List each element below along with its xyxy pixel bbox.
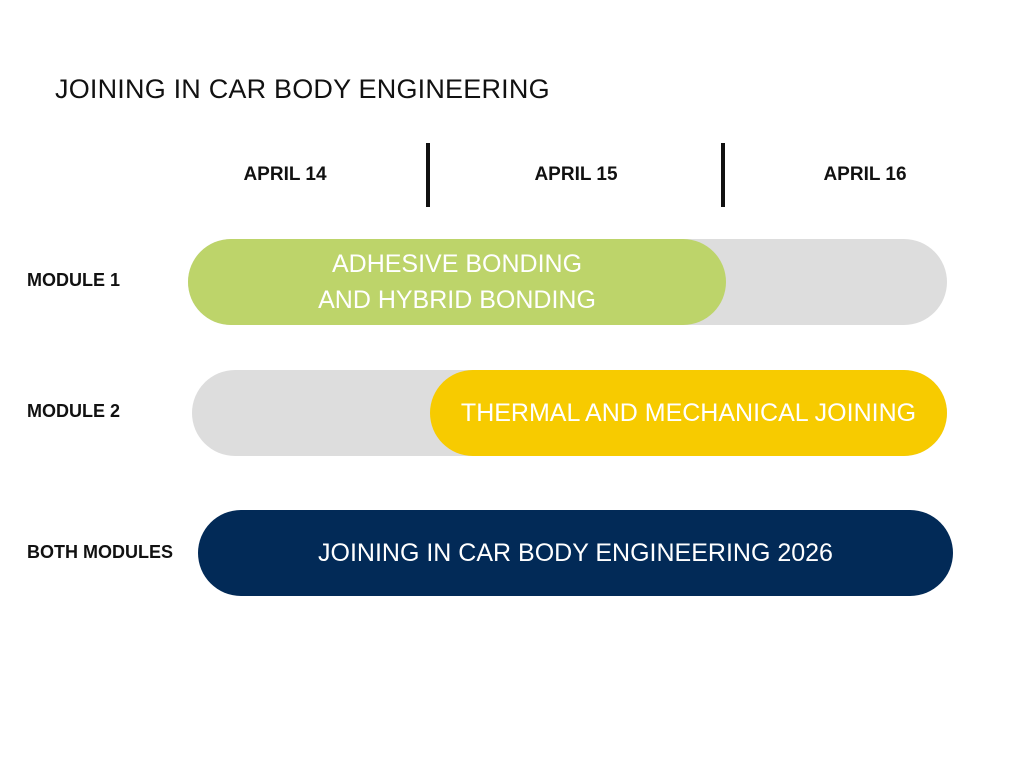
module-1-bar-line: AND HYBRID BONDING [318, 286, 596, 314]
day-label-april-16: APRIL 16 [823, 164, 907, 185]
row-label-module-2: MODULE 2 [27, 401, 121, 421]
day-divider [721, 143, 725, 207]
both-modules-bar-line: JOINING IN CAR BODY ENGINEERING 2026 [318, 539, 833, 567]
module-2-bar: THERMAL AND MECHANICAL JOINING [430, 370, 947, 456]
diagram-title: JOINING IN CAR BODY ENGINEERING [55, 74, 550, 104]
day-divider [426, 143, 430, 207]
row-label-module-1: MODULE 1 [27, 270, 121, 290]
row-label-both-modules: BOTH MODULES [27, 542, 173, 562]
module-2-bar-line: THERMAL AND MECHANICAL JOINING [460, 399, 917, 427]
module-1-bar: ADHESIVE BONDING AND HYBRID BONDING [188, 239, 726, 325]
both-modules-bar: JOINING IN CAR BODY ENGINEERING 2026 [198, 510, 953, 596]
day-label-april-15: APRIL 15 [534, 164, 618, 185]
module-1-bar-line: ADHESIVE BONDING [331, 250, 583, 278]
day-label-april-14: APRIL 14 [243, 164, 327, 185]
